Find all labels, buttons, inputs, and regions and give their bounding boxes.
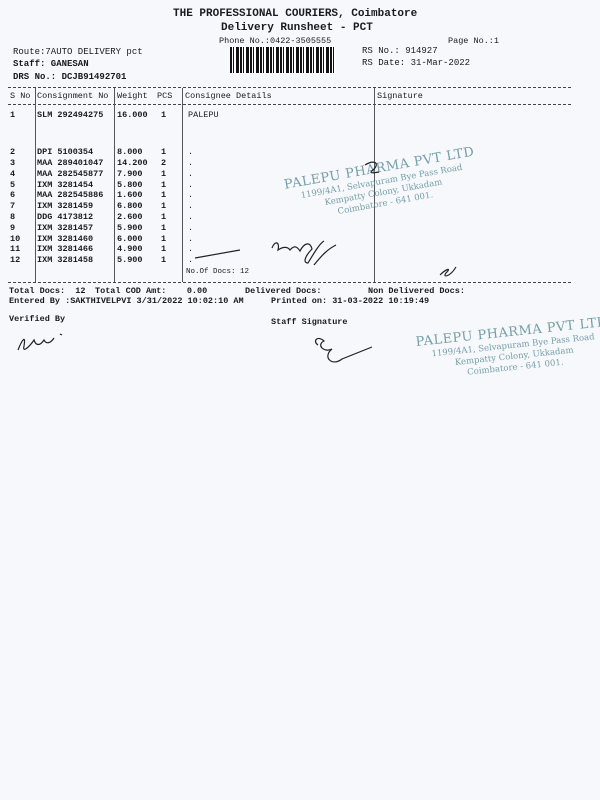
- col-consignment: Consignment No: [37, 91, 109, 101]
- cell-pcs: 1: [161, 180, 167, 190]
- verified-by-label: Verified By: [9, 314, 66, 324]
- col-consignee: Consignee Details: [185, 91, 272, 101]
- cell-sno: 5: [10, 180, 16, 190]
- initial-mark: [364, 161, 380, 174]
- cell-details: .: [188, 244, 194, 254]
- total-cod: Total COD Amt: 0.00: [95, 286, 208, 296]
- consignee-signature: [271, 240, 337, 266]
- cell-sno: 3: [10, 158, 16, 168]
- verifier-signature: [17, 333, 63, 351]
- cell-sno: 4: [10, 169, 16, 179]
- cell-weight: 14.200: [117, 158, 148, 168]
- col-signature: Signature: [377, 91, 423, 101]
- cell-pcs: 1: [161, 212, 167, 222]
- cell-sno: 1: [10, 110, 16, 120]
- cell-weight: 2.600: [117, 212, 143, 222]
- staff-signature: [314, 337, 373, 363]
- document-title: Delivery Runsheet - PCT: [221, 22, 373, 34]
- no-of-docs: No.Of Docs: 12: [186, 268, 250, 276]
- initial-mark: [439, 266, 457, 277]
- cell-sno: 11: [10, 244, 21, 254]
- cell-sno: 8: [10, 212, 16, 222]
- col-sno: S No: [10, 91, 31, 101]
- cell-details: .: [188, 255, 194, 265]
- cell-weight: 5.900: [117, 255, 143, 265]
- cell-cons: DPI 5100354: [37, 147, 94, 157]
- cell-cons: IXM 3281454: [37, 180, 94, 190]
- non-delivered-docs: Non Delivered Docs:: [368, 286, 465, 296]
- col-pcs: PCS: [157, 91, 173, 101]
- rs-number: RS No.: 914927: [362, 46, 438, 56]
- cell-sno: 6: [10, 190, 16, 200]
- cell-pcs: 1: [161, 190, 167, 200]
- barcode: [230, 47, 336, 73]
- cell-cons: DDG 4173812: [37, 212, 94, 222]
- cell-cons: SLM 292494275: [37, 110, 104, 120]
- staff-name: Staff: GANESAN: [13, 59, 89, 69]
- pen-mark: [194, 249, 241, 259]
- column-line: [182, 88, 183, 282]
- cell-cons: MAA 282545877: [37, 169, 104, 179]
- cell-weight: 4.900: [117, 244, 143, 254]
- cell-weight: 5.800: [117, 180, 143, 190]
- phone-number: Phone No.:0422-3505555: [219, 36, 332, 46]
- printed-on: Printed on: 31-03-2022 10:19:49: [271, 296, 430, 306]
- cell-details: .: [188, 234, 194, 244]
- cell-cons: IXM 3281459: [37, 201, 94, 211]
- divider: [8, 87, 571, 88]
- divider: [8, 282, 571, 283]
- cell-sno: 10: [10, 234, 21, 244]
- drs-number: DRS No.: DCJB91492701: [13, 72, 127, 82]
- cell-weight: 7.900: [117, 169, 143, 179]
- cell-pcs: 1: [161, 169, 167, 179]
- cell-pcs: 1: [161, 255, 167, 265]
- cell-weight: 16.000: [117, 110, 148, 120]
- cell-cons: MAA 282545886: [37, 190, 104, 200]
- cell-pcs: 2: [161, 158, 167, 168]
- cell-details: PALEPU: [188, 110, 219, 120]
- cell-cons: IXM 3281466: [37, 244, 94, 254]
- cell-details: .: [188, 223, 194, 233]
- cell-pcs: 1: [161, 201, 167, 211]
- entered-by: Entered By :SAKTHIVELPVI 3/31/2022 10:02…: [9, 296, 244, 306]
- cell-cons: IXM 3281457: [37, 223, 94, 233]
- cell-details: .: [188, 169, 194, 179]
- cell-pcs: 1: [161, 110, 167, 120]
- cell-cons: MAA 289401047: [37, 158, 104, 168]
- total-docs: Total Docs: 12: [9, 286, 86, 296]
- cell-pcs: 1: [161, 234, 167, 244]
- cell-sno: 7: [10, 201, 16, 211]
- cell-weight: 1.600: [117, 190, 143, 200]
- col-weight: Weight: [117, 91, 148, 101]
- divider: [8, 104, 571, 105]
- cell-details: .: [188, 158, 194, 168]
- cell-pcs: 1: [161, 223, 167, 233]
- company-name: THE PROFESSIONAL COURIERS, Coimbatore: [173, 8, 418, 20]
- cell-details: .: [188, 147, 194, 157]
- cell-weight: 8.000: [117, 147, 143, 157]
- cell-weight: 5.900: [117, 223, 143, 233]
- cell-sno: 9: [10, 223, 16, 233]
- cell-details: .: [188, 212, 194, 222]
- cell-sno: 2: [10, 147, 16, 157]
- delivered-docs: Delivered Docs:: [245, 286, 322, 296]
- column-line: [374, 88, 375, 282]
- cell-details: .: [188, 190, 194, 200]
- column-line: [114, 88, 115, 282]
- cell-weight: 6.800: [117, 201, 143, 211]
- staff-signature-label: Staff Signature: [271, 317, 348, 327]
- cell-details: .: [188, 180, 194, 190]
- rs-date: RS Date: 31-Mar-2022: [362, 58, 471, 68]
- route: Route:7AUTO DELIVERY pct: [13, 47, 143, 57]
- cell-cons: IXM 3281458: [37, 255, 94, 265]
- cell-sno: 12: [10, 255, 21, 265]
- page-number: Page No.:1: [448, 36, 500, 46]
- cell-pcs: 1: [161, 147, 167, 157]
- cell-cons: IXM 3281460: [37, 234, 94, 244]
- cell-weight: 6.000: [117, 234, 143, 244]
- column-line: [35, 88, 36, 282]
- cell-pcs: 1: [161, 244, 167, 254]
- cell-details: .: [188, 201, 194, 211]
